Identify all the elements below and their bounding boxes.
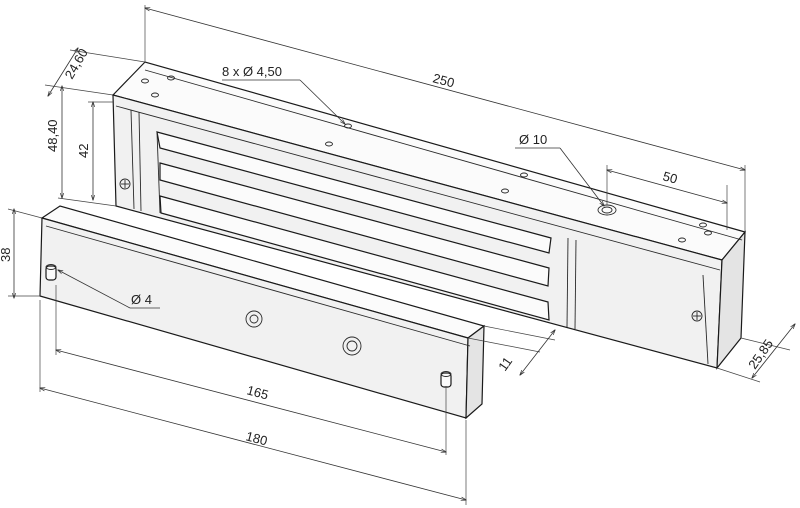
dim-magnet-height-outer: 48,40	[45, 119, 60, 152]
dim-magnet-depth: 24,60	[62, 46, 91, 82]
dim-mount-holes: 8 x Ø 4,50	[222, 64, 282, 79]
guide-pin-left-icon	[45, 264, 57, 281]
dim-overall-length: 250	[431, 70, 456, 90]
dim-plate-length: 180	[244, 428, 269, 448]
dim-plate-thickness: 11	[495, 354, 515, 374]
dim-plate-height: 38	[0, 248, 13, 262]
dim-pin-spacing: 165	[245, 382, 270, 402]
dim-magnet-height-inner: 42	[76, 144, 91, 158]
dim-hole-offset: 50	[661, 168, 679, 186]
dim-pin-diameter: Ø 4	[131, 292, 152, 307]
guide-pin-right-icon	[440, 371, 452, 388]
plate-hole-left	[245, 310, 263, 328]
dim-center-hole: Ø 10	[519, 132, 547, 147]
screw-right-icon	[691, 310, 703, 322]
screw-left-icon	[119, 178, 131, 190]
dimension-lines	[7, 5, 795, 505]
